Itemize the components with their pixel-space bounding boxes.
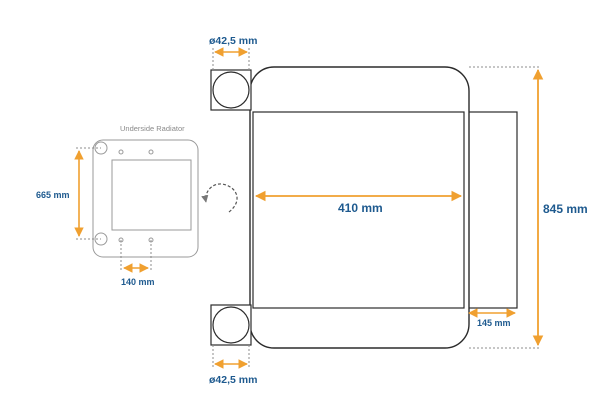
- inset-outline: [92, 139, 199, 258]
- radiator-panel: [252, 111, 465, 309]
- width-label: 410 mm: [338, 201, 383, 215]
- main-radiator-view: ø42,5 mm ø42,5 mm 410 mm 845 mm 145 mm: [209, 35, 588, 386]
- bottom-tube-label: ø42,5 mm: [209, 374, 257, 386]
- inset-hole: [148, 149, 154, 155]
- inset-hole: [118, 149, 124, 155]
- inset-caption: Underside Radiator: [120, 124, 185, 133]
- inset-spacing-label: 140 mm: [121, 277, 155, 287]
- inset-height-label: 665 mm: [36, 190, 70, 200]
- top-tube-label: ø42,5 mm: [209, 35, 257, 47]
- depth-side-box: [466, 111, 518, 309]
- inset-top-port: [94, 141, 108, 155]
- top-tube: [212, 71, 250, 109]
- top-tube-housing: [210, 69, 252, 111]
- depth-label: 145 mm: [477, 318, 511, 328]
- height-label: 845 mm: [543, 202, 588, 216]
- inset-bottom-port: [94, 232, 108, 246]
- bottom-tube: [212, 306, 250, 344]
- radiator-body: [249, 66, 470, 349]
- inset-underside-view: Underside Radiator 665 mm 140 mm: [36, 124, 199, 287]
- inset-panel: [111, 159, 192, 231]
- bottom-tube-housing: [210, 304, 252, 346]
- rotate-arrow-icon: [201, 183, 238, 213]
